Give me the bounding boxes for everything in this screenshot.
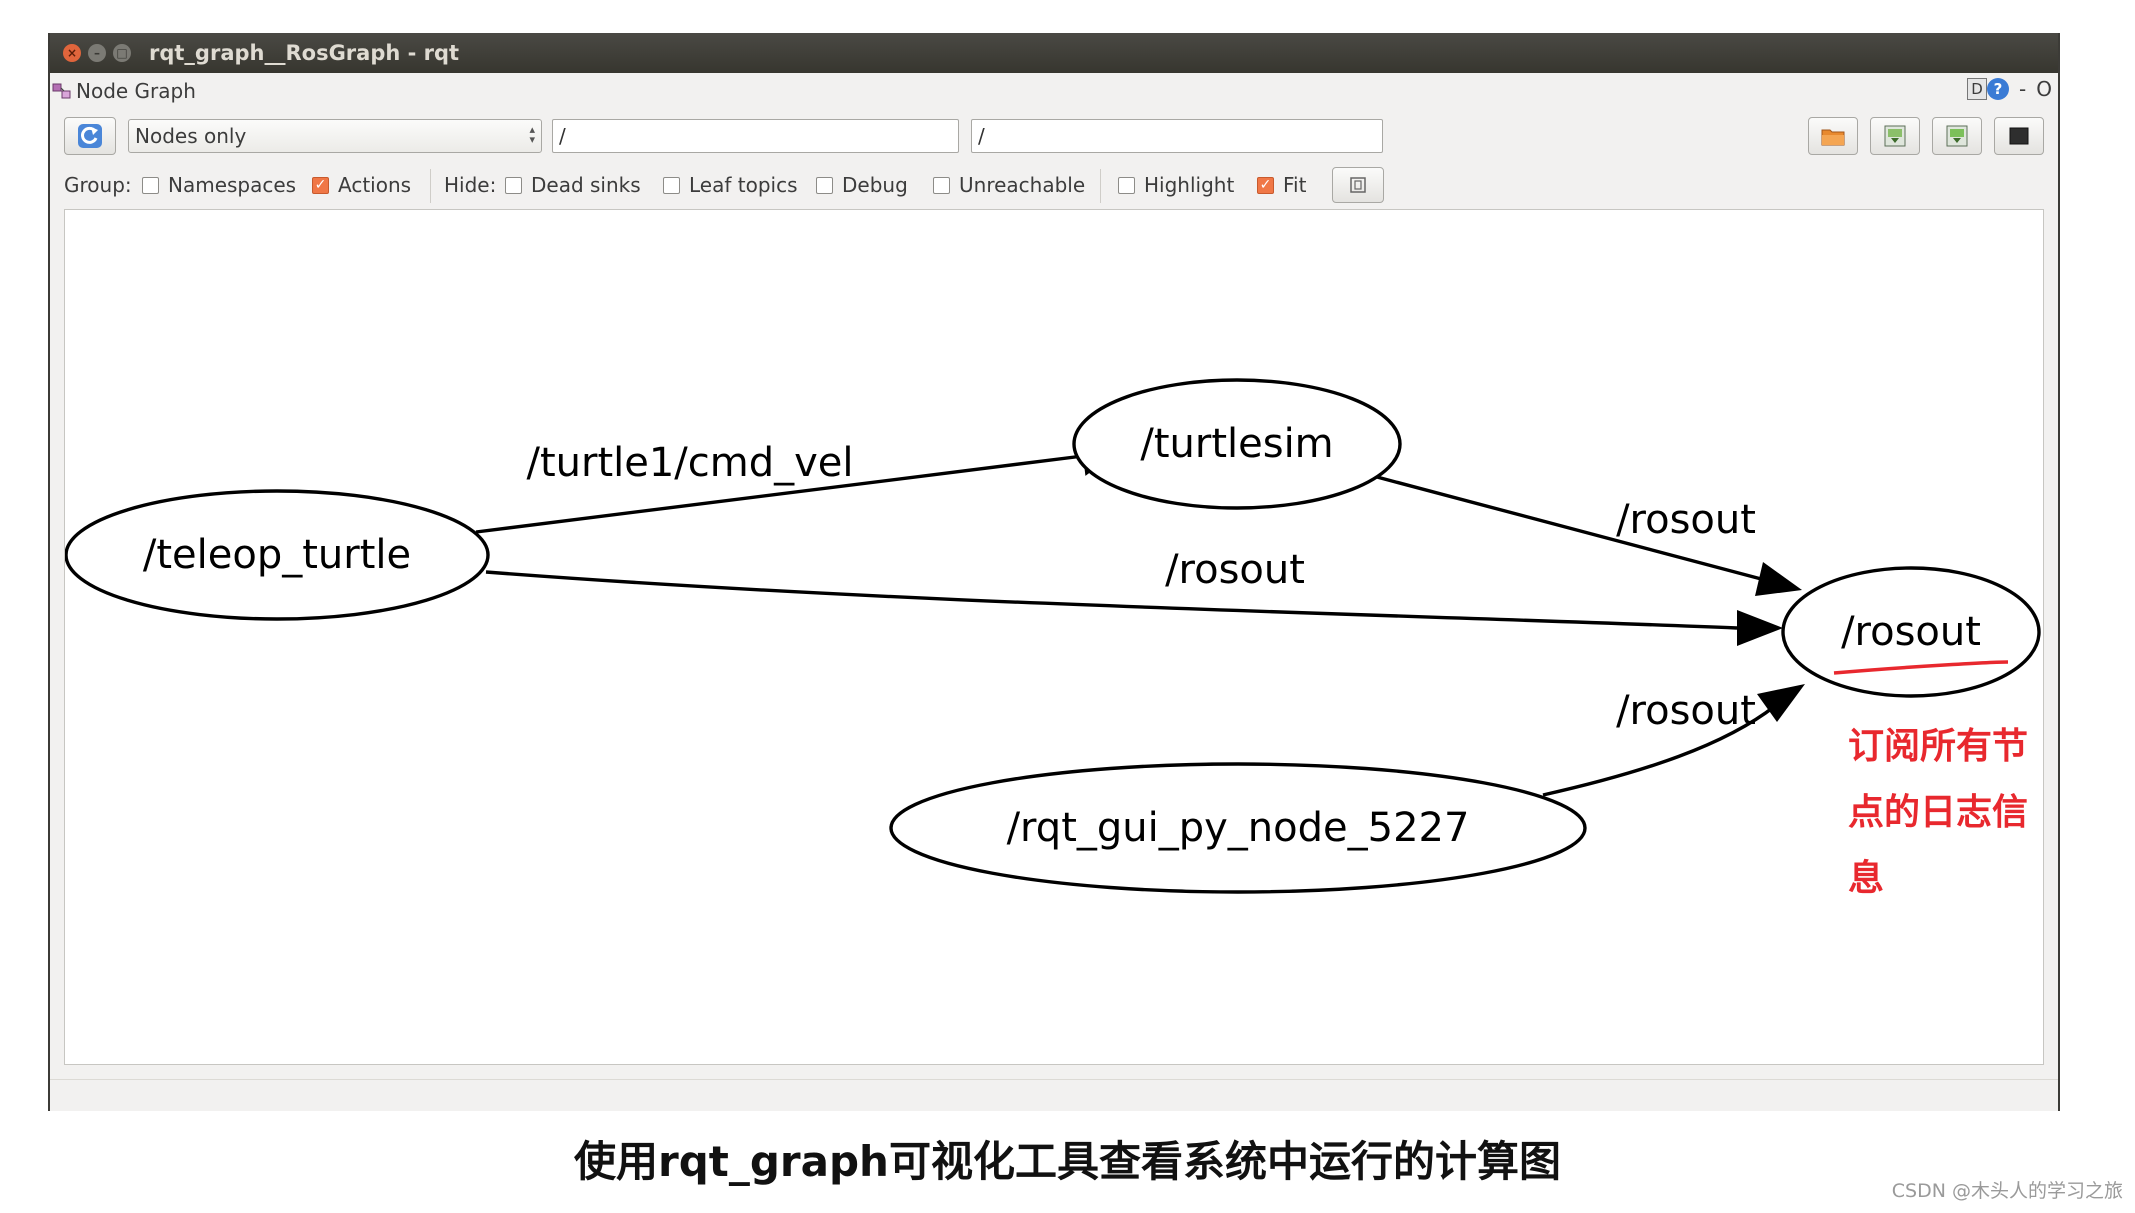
namespaces-option[interactable]: Namespaces bbox=[142, 173, 296, 197]
plugin-window-controls: D ? - O bbox=[1967, 77, 2052, 101]
leaf-topics-label: Leaf topics bbox=[689, 173, 798, 197]
edge-label-cmd-vel: /turtle1/cmd_vel bbox=[526, 440, 853, 486]
leaf-topics-checkbox[interactable] bbox=[663, 176, 680, 194]
load-dot-button[interactable] bbox=[1808, 117, 1858, 155]
status-bar bbox=[50, 1079, 2058, 1112]
group-label: Group: bbox=[64, 173, 132, 197]
graph-mode-select[interactable]: Nodes only ▴▾ bbox=[128, 119, 542, 153]
fit-option[interactable]: ✓ Fit bbox=[1257, 173, 1306, 197]
fit-checkbox[interactable]: ✓ bbox=[1257, 176, 1274, 194]
close-window-button[interactable]: × bbox=[63, 44, 81, 62]
open-folder-icon bbox=[1821, 129, 1845, 146]
maximize-window-button[interactable]: □ bbox=[113, 44, 131, 62]
ros-graph-svg: /teleop_turtle /turtlesim /rosout /rqt_g… bbox=[65, 378, 2041, 899]
node-rosout[interactable]: /rosout bbox=[1781, 566, 2041, 698]
close-plugin-button[interactable]: O bbox=[2036, 77, 2052, 101]
edge-label-rosout: /rosout bbox=[1616, 688, 1756, 734]
options-separator bbox=[1100, 169, 1101, 203]
fit-in-view-button[interactable] bbox=[1332, 167, 1384, 203]
hide-label: Hide: bbox=[444, 173, 497, 197]
refresh-icon bbox=[78, 124, 102, 148]
rqt-window: × – □ rqt_graph__RosGraph - rqt Node Gra… bbox=[48, 33, 2060, 1111]
plugin-title: Node Graph bbox=[76, 79, 196, 103]
leaf-topics-option[interactable]: Leaf topics bbox=[663, 173, 798, 197]
edge-label-rosout: /rosout bbox=[1616, 497, 1756, 543]
annotation-underline bbox=[1833, 660, 2009, 675]
save-svg-button[interactable] bbox=[1932, 117, 1982, 155]
minimize-plugin-button[interactable]: - bbox=[2019, 77, 2027, 101]
dead-sinks-option[interactable]: Dead sinks bbox=[505, 173, 641, 197]
unreachable-checkbox[interactable] bbox=[933, 176, 950, 194]
title-bar: × – □ rqt_graph__RosGraph - rqt bbox=[50, 33, 2058, 73]
annotation-line: 点的日志信 bbox=[1848, 792, 2028, 833]
help-icon[interactable]: ? bbox=[1987, 78, 2010, 100]
graph-mode-value: Nodes only bbox=[135, 124, 247, 148]
options-separator bbox=[430, 169, 431, 203]
plugin-menubar: Node Graph D ? - O bbox=[50, 73, 2058, 109]
dock-d-button[interactable]: D bbox=[1967, 78, 1988, 100]
select-arrows-icon: ▴▾ bbox=[529, 123, 535, 146]
debug-option[interactable]: Debug bbox=[816, 173, 908, 197]
graph-canvas[interactable]: /teleop_turtle /turtlesim /rosout /rqt_g… bbox=[64, 209, 2044, 1065]
node-label: /rosout bbox=[1841, 609, 1981, 655]
annotation-line: 息 bbox=[1848, 858, 1884, 899]
refresh-button[interactable] bbox=[64, 117, 116, 155]
highlight-checkbox[interactable] bbox=[1118, 176, 1135, 194]
node-teleop-turtle[interactable]: /teleop_turtle bbox=[65, 489, 490, 621]
node-label: /teleop_turtle bbox=[143, 532, 411, 578]
debug-label: Debug bbox=[842, 173, 908, 197]
node-rqt-gui-py[interactable]: /rqt_gui_py_node_5227 bbox=[889, 762, 1587, 894]
node-label: /rqt_gui_py_node_5227 bbox=[1007, 805, 1470, 851]
save-dot-button[interactable] bbox=[1870, 117, 1920, 155]
annotation-line: 订阅所有节 bbox=[1848, 726, 2028, 767]
highlight-label: Highlight bbox=[1144, 173, 1235, 197]
node-filter-input[interactable]: / bbox=[552, 119, 959, 153]
unreachable-label: Unreachable bbox=[959, 173, 1086, 197]
window-title: rqt_graph__RosGraph - rqt bbox=[149, 41, 460, 65]
save-svg-icon bbox=[1946, 125, 1968, 147]
actions-option[interactable]: ✓ Actions bbox=[312, 173, 411, 197]
actions-label: Actions bbox=[338, 173, 412, 197]
dead-sinks-checkbox[interactable] bbox=[505, 176, 522, 194]
actions-checkbox[interactable]: ✓ bbox=[312, 176, 329, 194]
namespaces-label: Namespaces bbox=[168, 173, 297, 197]
edge-rqt-to-rosout[interactable] bbox=[1542, 684, 1805, 797]
node-label: /turtlesim bbox=[1140, 421, 1333, 467]
minimize-window-button[interactable]: – bbox=[88, 44, 106, 62]
fit-label: Fit bbox=[1283, 173, 1307, 197]
unreachable-option[interactable]: Unreachable bbox=[933, 173, 1085, 197]
debug-checkbox[interactable] bbox=[816, 176, 833, 194]
graph-options-bar: Group: Namespaces ✓ Actions Hide: Dead s… bbox=[50, 163, 2058, 207]
topic-filter-input[interactable]: / bbox=[971, 119, 1383, 153]
node-graph-plugin-icon bbox=[52, 83, 71, 99]
edge-turtlesim-to-rosout[interactable] bbox=[1376, 475, 1802, 596]
highlight-option[interactable]: Highlight bbox=[1118, 173, 1234, 197]
figure-caption: 使用rqt_graph可视化工具查看系统中运行的计算图 bbox=[574, 1137, 1561, 1186]
fit-view-icon bbox=[1350, 177, 1366, 193]
edge-teleop-to-rosout[interactable] bbox=[485, 570, 1783, 646]
graph-toolbar: Nodes only ▴▾ / / bbox=[50, 113, 2058, 163]
save-image-button[interactable] bbox=[1994, 117, 2044, 155]
edge-label-rosout: /rosout bbox=[1165, 547, 1305, 593]
watermark: CSDN @木头人的学习之旅 bbox=[1891, 1180, 2123, 1202]
node-turtlesim[interactable]: /turtlesim bbox=[1072, 378, 1402, 510]
dead-sinks-label: Dead sinks bbox=[531, 173, 641, 197]
namespaces-checkbox[interactable] bbox=[142, 176, 159, 194]
save-dot-icon bbox=[1884, 125, 1906, 147]
save-image-icon bbox=[2009, 127, 2029, 145]
